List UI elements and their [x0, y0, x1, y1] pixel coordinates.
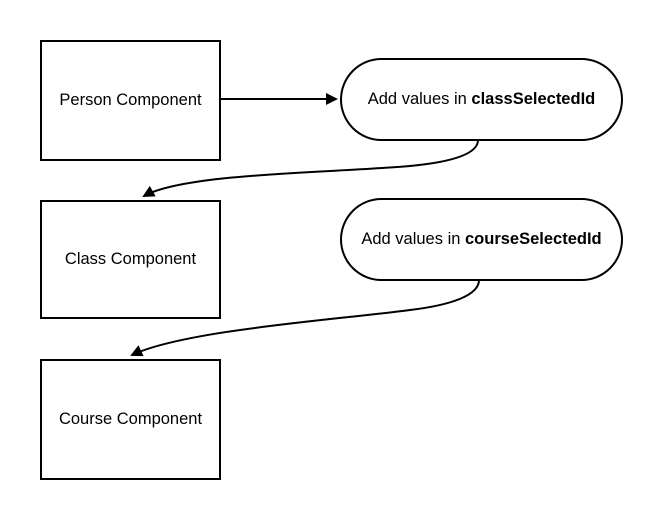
node-add-values-classselectedid[interactable]: Add values in classSelectedId: [340, 58, 623, 141]
node-course-action-label: Add values in courseSelectedId: [361, 230, 601, 250]
node-class-action-label-prefix: Add values in: [367, 89, 472, 108]
node-course-action-label-bold: courseSelectedId: [465, 229, 602, 248]
node-add-values-courseselectedid[interactable]: Add values in courseSelectedId: [340, 198, 623, 281]
node-course-component[interactable]: Course Component: [40, 359, 221, 480]
node-course-action-label-prefix: Add values in: [361, 229, 465, 248]
node-course-label: Course Component: [58, 409, 203, 428]
node-person-component[interactable]: Person Component: [40, 40, 221, 161]
node-class-action-label-bold: classSelectedId: [471, 89, 596, 108]
node-class-label: Class Component: [64, 249, 197, 268]
node-class-action-label: Add values in classSelectedId: [368, 90, 595, 110]
node-person-label: Person Component: [59, 90, 202, 109]
node-class-component[interactable]: Class Component: [40, 200, 221, 319]
